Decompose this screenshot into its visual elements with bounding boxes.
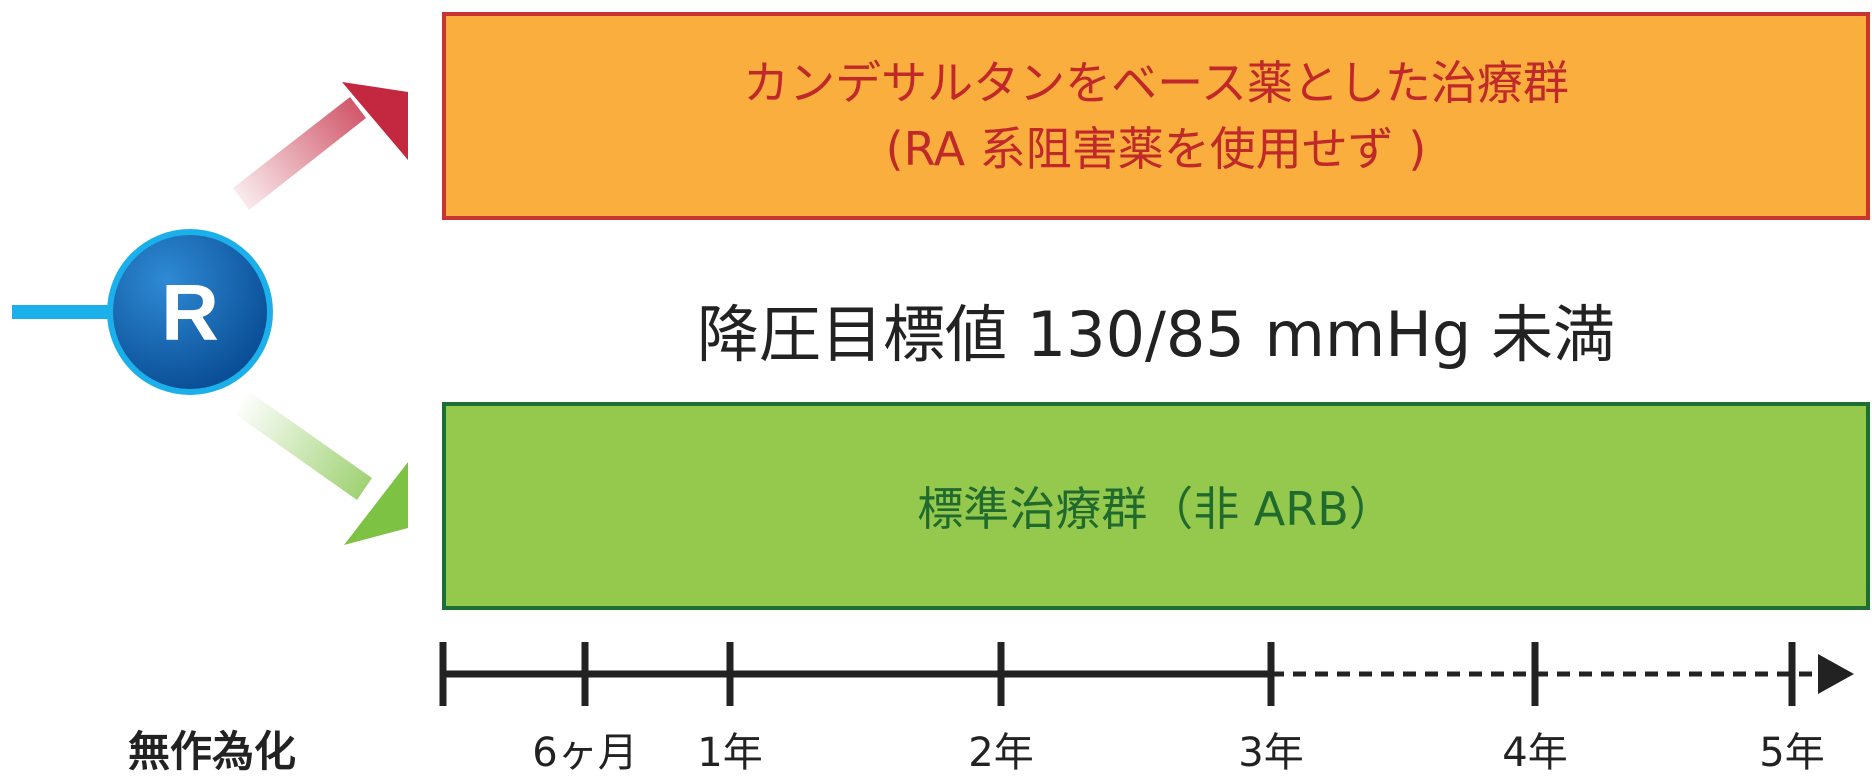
standard-arm-title: 標準治療群（非 ARB） — [917, 482, 1395, 536]
standard-arm-box: 標準治療群（非 ARB） — [442, 402, 1870, 610]
candesartan-arm-box: カンデサルタンをベース薬とした治療群 (RA 系阻害薬を使用せず ) — [442, 12, 1870, 220]
candesartan-arm-note: (RA 系阻害薬を使用せず ) — [885, 122, 1427, 176]
candesartan-arm-title: カンデサルタンをベース薬とした治療群 — [743, 56, 1569, 110]
tick-label-4y: 4年 — [1502, 730, 1568, 776]
upper-branch-arrow — [233, 82, 408, 210]
tick-label-2y: 2年 — [968, 730, 1034, 776]
bp-target-label: 降圧目標値 130/85 mmHg 未満 — [696, 298, 1615, 371]
tick-label-6m: 6ヶ月 — [532, 730, 638, 776]
lower-branch-arrow — [235, 392, 408, 545]
tick-label-1y: 1年 — [697, 730, 763, 776]
timeline-arrowhead — [1818, 654, 1854, 694]
randomization-label: 無作為化 — [128, 727, 297, 776]
randomization-circle: R — [107, 229, 273, 395]
tick-label-3y: 3年 — [1238, 730, 1304, 776]
tick-label-5y: 5年 — [1759, 730, 1825, 776]
randomization-letter: R — [161, 268, 219, 357]
timeline-axis — [439, 642, 1818, 706]
